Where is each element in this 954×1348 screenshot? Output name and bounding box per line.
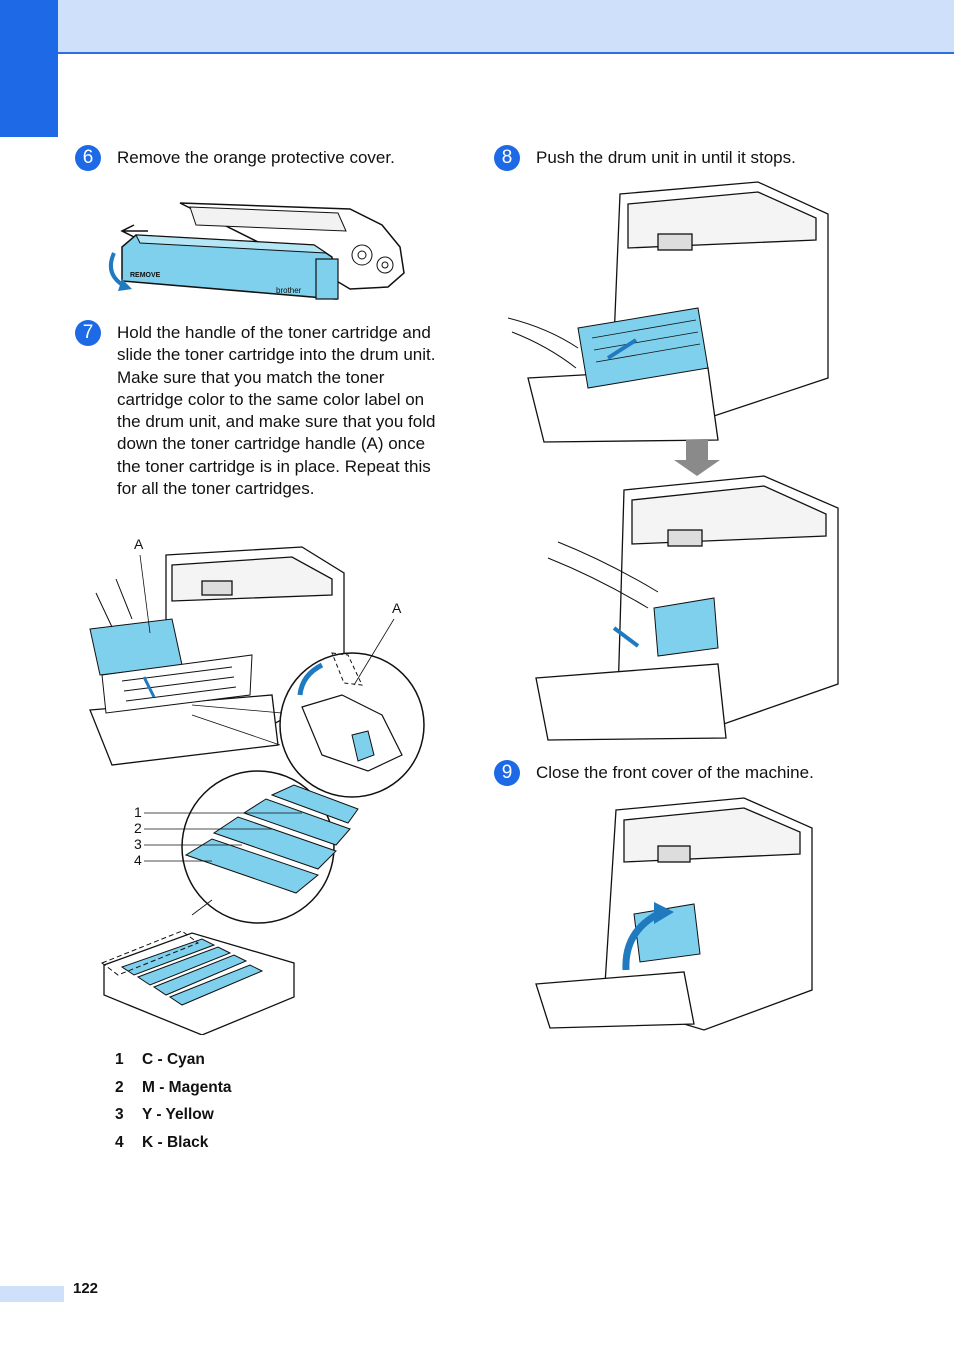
- callout-4: 4: [134, 852, 142, 868]
- step-8: 8 Push the drum unit in until it stops.: [494, 145, 914, 171]
- legend-number: 1: [115, 1051, 124, 1068]
- pull-arrow-icon: [120, 224, 148, 238]
- push-drum-illustration: [508, 181, 839, 741]
- legend-number: 2: [115, 1078, 124, 1096]
- legend-number: 4: [115, 1134, 124, 1152]
- callout-a-top: A: [134, 536, 144, 552]
- legend-label: K - Black: [142, 1134, 209, 1152]
- step-6-badge: 6: [75, 145, 101, 171]
- callout-1: 1: [134, 804, 142, 820]
- callout-a-zoom: A: [392, 600, 402, 616]
- insert-arrow-icon: [142, 676, 156, 698]
- legend-item: 1 C - Cyan: [115, 1046, 232, 1074]
- step-7-text: Hold the handle of the toner cartridge a…: [117, 323, 436, 499]
- step-9: 9 Close the front cover of the machine.: [494, 760, 914, 786]
- fold-arrow-icon: [297, 662, 324, 696]
- legend-number: 3: [115, 1106, 124, 1124]
- step-7-badge: 7: [75, 320, 101, 346]
- callout-3: 3: [134, 836, 142, 852]
- brand-label: brother: [276, 286, 302, 295]
- footer-bar: [0, 1286, 64, 1302]
- legend-item: 3 Y - Yellow: [115, 1101, 232, 1129]
- chapter-tab: [0, 0, 58, 137]
- remove-label: REMOVE: [130, 272, 161, 279]
- step-8-badge: 8: [494, 145, 520, 171]
- step-6: 6 Remove the orange protective cover.: [75, 145, 445, 171]
- step-6-text: Remove the orange protective cover.: [117, 148, 395, 167]
- header-bar: [0, 0, 954, 54]
- legend-item: 2 M - Magenta: [115, 1074, 232, 1102]
- step-9-badge: 9: [494, 760, 520, 786]
- press-arrow-icon: [612, 626, 640, 648]
- next-step-arrow-icon: [674, 440, 720, 476]
- callout-2: 2: [134, 820, 142, 836]
- step-9-text: Close the front cover of the machine.: [536, 763, 814, 782]
- step-8-text: Push the drum unit in until it stops.: [536, 148, 796, 167]
- install-toner-illustration: A A 1 2 3 4: [89, 536, 425, 1035]
- legend-label: M - Magenta: [142, 1078, 232, 1096]
- step-7: 7 Hold the handle of the toner cartridge…: [75, 320, 445, 500]
- toner-cartridge-illustration: REMOVE brother: [109, 202, 405, 300]
- toner-legend: 1 C - Cyan 2 M - Magenta 3 Y - Yellow 4 …: [115, 1046, 232, 1157]
- close-cover-illustration: [535, 797, 813, 1031]
- legend-label: C - Cyan: [142, 1051, 205, 1068]
- legend-item: 4 K - Black: [115, 1129, 232, 1157]
- page-number: 122: [73, 1280, 99, 1297]
- push-arrow-icon: [606, 338, 638, 360]
- legend-label: Y - Yellow: [142, 1106, 214, 1124]
